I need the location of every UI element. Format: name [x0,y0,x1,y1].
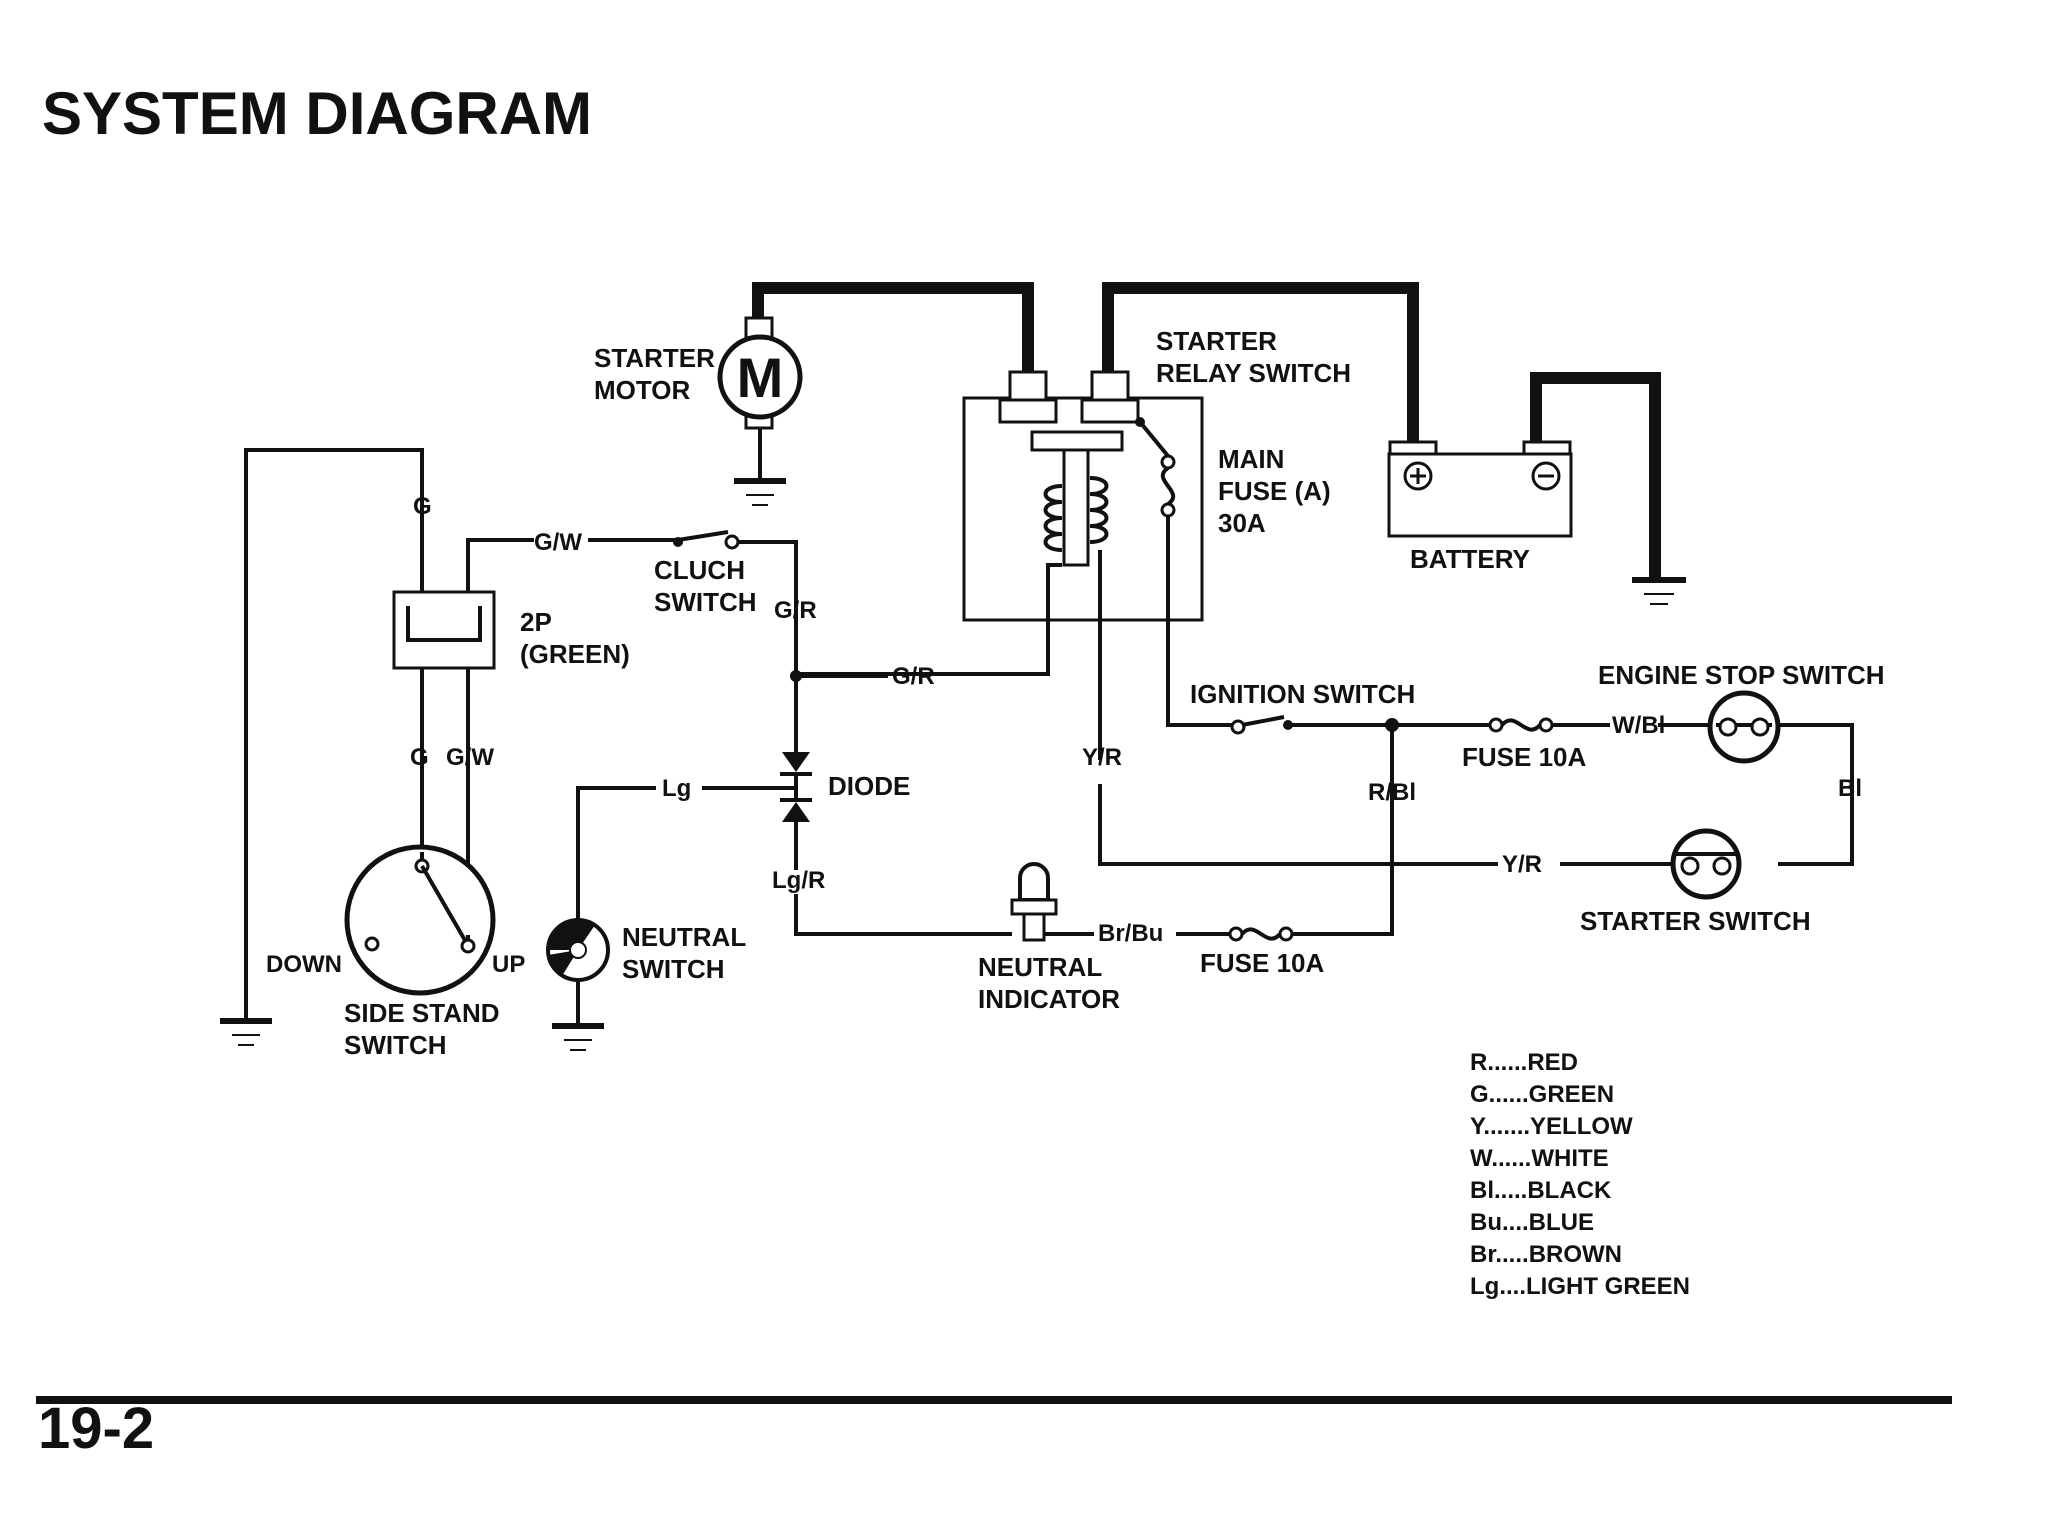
minus-icon [1531,461,1561,491]
motor-icon [717,334,803,420]
legend-item: R......RED [1470,1049,1578,1076]
wire-label-gw-top: G/W [534,529,582,556]
wire-label-yr-vertical: Y/R [1082,744,1122,771]
starter-relay-label-1: STARTER [1156,326,1277,356]
fuse-top [1488,717,1710,733]
side-stand-label-2: SWITCH [344,1030,447,1060]
legend-item: W......WHITE [1470,1145,1609,1172]
legend-item: Bl.....BLACK [1470,1177,1612,1204]
diode [702,752,812,870]
g-wire [220,448,424,1046]
ignition-switch-label: IGNITION SWITCH [1190,679,1415,709]
legend-item: Lg....LIGHT GREEN [1470,1273,1690,1300]
clutch-switch-label-2: SWITCH [654,587,757,617]
clutch-switch-label-1: CLUCH [654,555,745,585]
starter-motor-label-2: MOTOR [594,375,691,405]
neutral-switch [546,786,656,1051]
page-title: SYSTEM DIAGRAM [42,80,592,147]
legend-item: G......GREEN [1470,1081,1614,1108]
engine-stop-switch [1707,690,1854,866]
main-fuse-label-3: 30A [1218,508,1266,538]
starter-cable [752,282,1661,578]
starter-switch-label: STARTER SWITCH [1580,906,1811,936]
connector-label-2: (GREEN) [520,639,630,669]
svg-text:M: M [737,346,784,409]
main-fuse [1135,417,1230,727]
clutch-switch [588,530,798,676]
diode-label: DIODE [828,771,910,801]
wire-label-g-bottom: G [410,744,429,771]
wire-label-rbl: R/Bl [1368,779,1416,806]
battery [1387,440,1686,605]
gr-wire [790,670,888,752]
wire-label-gr-mid: G/R [892,663,935,690]
side-stand-up-label: UP [492,951,525,978]
starter-relay-switch [795,370,1204,676]
starter-relay-label-2: RELAY SWITCH [1156,358,1351,388]
footer-rule [36,1396,1952,1404]
neutral-indicator [794,862,1094,942]
fuse-bottom [1176,726,1394,942]
connector-label-1: 2P [520,607,552,637]
legend-item: Y.......YELLOW [1470,1113,1633,1140]
legend-item: Bu....BLUE [1470,1209,1594,1236]
ground-icon [1632,577,1686,605]
legend-item: Br.....BROWN [1470,1241,1622,1268]
fuse-top-label: FUSE 10A [1462,742,1586,772]
neutral-switch-label-1: NEUTRAL [622,922,746,952]
wire-label-lgr: Lg/R [772,867,825,894]
wire-label-bl: Bl [1838,775,1862,802]
side-stand-label-1: SIDE STAND [344,998,500,1028]
yr-wire [1098,618,1498,866]
ground-icon [552,1023,604,1051]
neutral-indicator-label-1: NEUTRAL [978,952,1102,982]
main-fuse-label-2: FUSE (A) [1218,476,1331,506]
starter-switch [1560,828,1742,900]
connector-2p [392,538,534,935]
wire-label-wbl: W/Bl [1612,712,1665,739]
wire-label-g-top: G [413,493,432,520]
engine-stop-switch-label: ENGINE STOP SWITCH [1598,660,1885,690]
wire-label-lg: Lg [662,775,691,802]
plus-icon [1403,461,1433,491]
fuse-bottom-label: FUSE 10A [1200,948,1324,978]
ignition-switch [1230,715,1490,735]
page-number: 19-2 [38,1396,154,1461]
neutral-indicator-label-2: INDICATOR [978,984,1120,1014]
wire-label-yr-horizontal: Y/R [1502,851,1542,878]
color-legend: R......RED G......GREEN Y.......YELLOW W… [1470,1049,1690,1300]
main-fuse-label-1: MAIN [1218,444,1284,474]
side-stand-down-label: DOWN [266,951,342,978]
side-stand-switch [344,844,496,996]
wire-label-gr-clutch: G/R [774,597,817,624]
starter-motor: M [717,316,803,506]
battery-label: BATTERY [1410,544,1530,574]
neutral-switch-label-2: SWITCH [622,954,725,984]
wire-label-gw-bottom: G/W [446,744,494,771]
starter-motor-label-1: STARTER [594,343,715,373]
wire-label-brbu: Br/Bu [1098,920,1163,947]
ground-icon [734,478,786,506]
ground-icon [220,1018,272,1046]
